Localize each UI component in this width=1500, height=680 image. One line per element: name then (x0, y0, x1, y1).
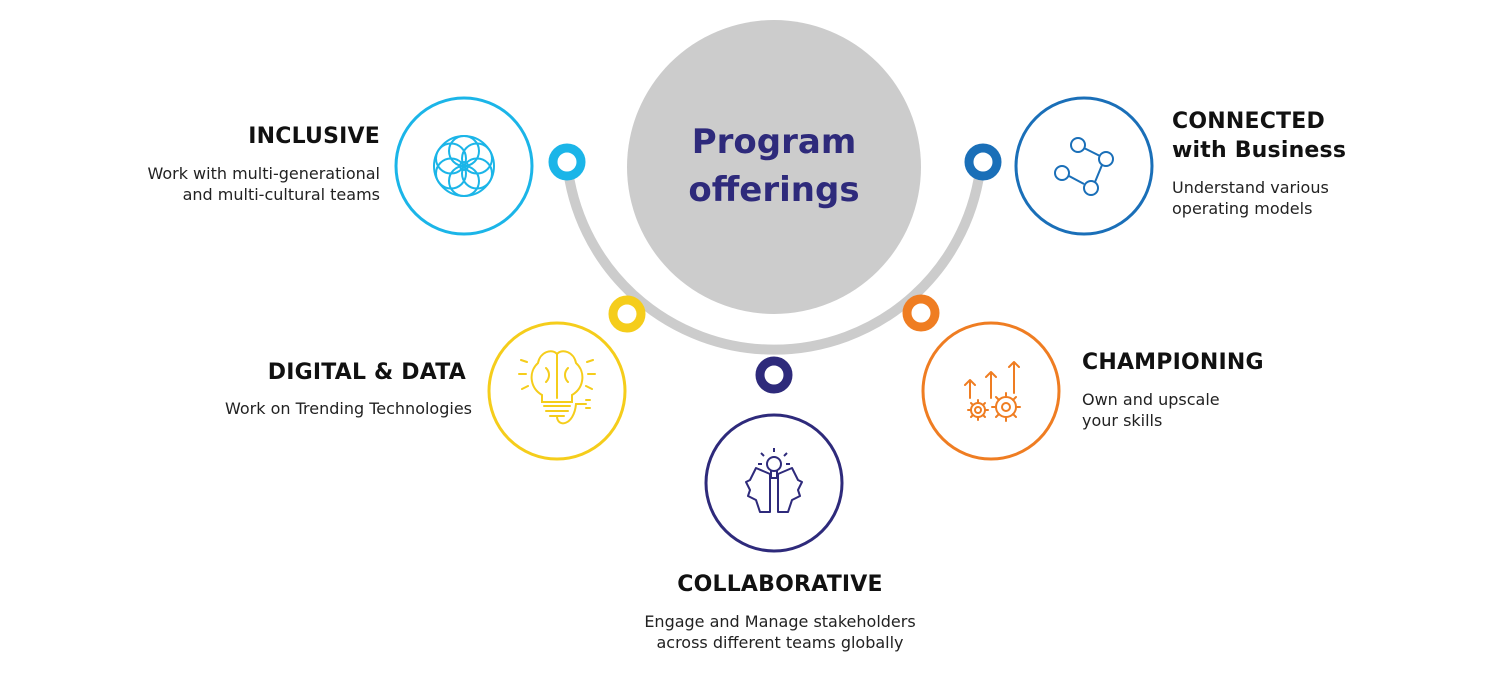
digital-heading: DIGITAL & DATA (267, 360, 466, 385)
collaborative-ring (704, 413, 844, 553)
diagram-title: Program offerings (628, 118, 920, 214)
connected-description: Understand various operating models (1172, 177, 1472, 219)
championing-node (902, 294, 940, 332)
digital-desc-line-1: Work on Trending Technologies (224, 399, 472, 418)
center-circle (627, 20, 921, 314)
championing-heading: CHAMPIONING (1082, 350, 1264, 375)
digital-description: Work on Trending Technologies (150, 398, 472, 419)
digital-node (608, 295, 646, 333)
inclusive-block: INCLUSIVE Work with multi-generational a… (90, 122, 380, 205)
championing-desc-line-2: your skills (1082, 411, 1163, 430)
collaborative-heading: COLLABORATIVE (677, 572, 883, 597)
connected-block: CONNECTED with Business Understand vario… (1172, 107, 1472, 219)
inclusive-desc-line-2: and multi-cultural teams (182, 185, 380, 204)
inclusive-description: Work with multi-generational and multi-c… (90, 163, 380, 205)
collaborative-block: COLLABORATIVE Engage and Manage stakehol… (594, 570, 966, 653)
championing-description: Own and upscale your skills (1082, 389, 1382, 431)
inclusive-node (548, 143, 586, 181)
collaborative-desc-line-1: Engage and Manage stakeholders (644, 612, 916, 631)
title-line-2: offerings (688, 170, 860, 210)
inclusive-heading: INCLUSIVE (248, 124, 380, 149)
collaborative-node (755, 356, 793, 394)
connected-ring (1014, 96, 1154, 236)
collaborative-desc-line-2: across different teams globally (656, 633, 904, 652)
connected-heading-line-1: CONNECTED (1172, 109, 1325, 134)
heads-idea-icon (745, 448, 803, 513)
connecting-arc (562, 157, 986, 355)
connected-node (964, 143, 1002, 181)
flower-of-life-icon (433, 135, 495, 197)
championing-block: CHAMPIONING Own and upscale your skills (1082, 348, 1382, 431)
connected-desc-line-2: operating models (1172, 199, 1313, 218)
digital-block: DIGITAL & DATA Work on Trending Technolo… (150, 358, 472, 419)
network-nodes-icon (1054, 137, 1114, 196)
collaborative-description: Engage and Manage stakeholders across di… (594, 611, 966, 653)
brain-bulb-icon (518, 350, 596, 425)
inclusive-desc-line-1: Work with multi-generational (147, 164, 380, 183)
gears-arrows-icon (964, 361, 1021, 422)
connected-heading: CONNECTED with Business (1172, 107, 1472, 165)
title-line-1: Program (691, 122, 857, 162)
connected-desc-line-1: Understand various (1172, 178, 1329, 197)
championing-desc-line-1: Own and upscale (1082, 390, 1220, 409)
connected-heading-line-2: with Business (1172, 138, 1347, 163)
